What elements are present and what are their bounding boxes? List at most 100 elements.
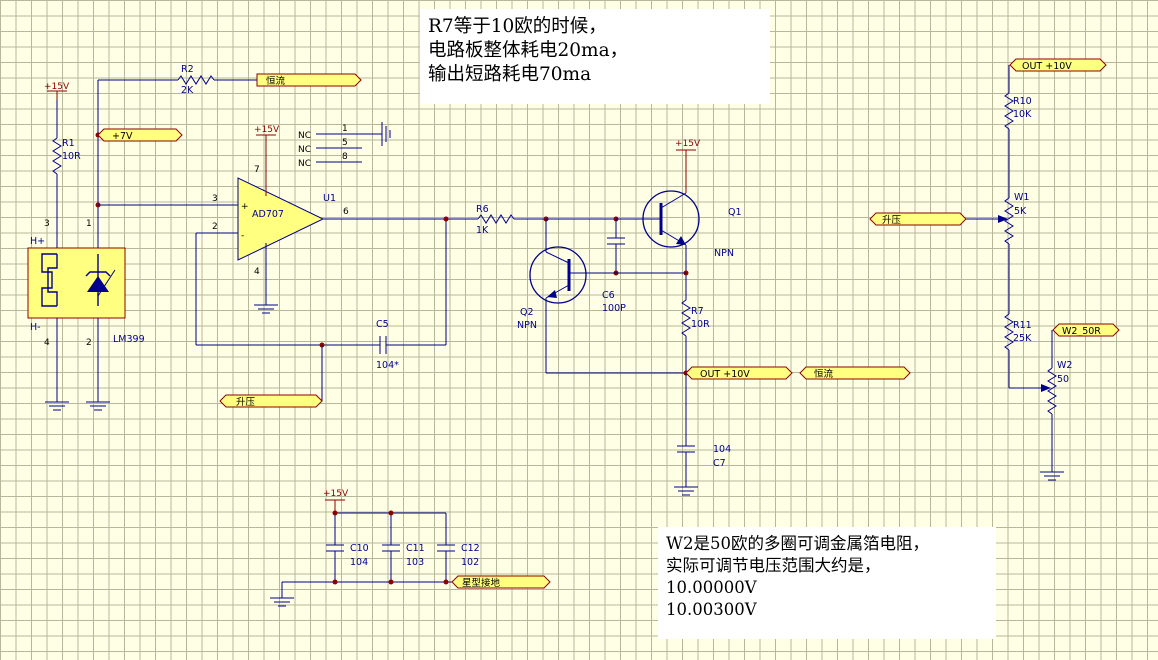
r11-value: 25K: [1013, 333, 1032, 344]
power-port-u1: +15V: [254, 125, 280, 196]
lm399-pin-3: 3: [44, 219, 50, 229]
c5-ref: C5: [376, 319, 389, 330]
u1-plus: +: [241, 202, 249, 212]
net-tag-out10v-mid: OUT +10V: [685, 366, 793, 380]
r7-value: 10R: [691, 319, 710, 330]
c12-value: 102: [461, 557, 479, 568]
c11-value: 103: [406, 557, 424, 568]
r6-ref: R6: [476, 204, 489, 215]
shengya-label-right: 升压: [882, 215, 902, 226]
hengliu-label-top: 恒流: [266, 75, 286, 87]
lm399-reference: H+ H- LM399 3 1 4 2: [27, 219, 145, 402]
net-tag-shengya-right: 升压: [869, 212, 967, 226]
power-port-decoupling: +15V: [323, 489, 349, 513]
lm399-pin-1: 1: [86, 219, 92, 229]
r7-ref: R7: [691, 306, 704, 317]
note2-line-3: 10.00000V: [666, 578, 757, 597]
nc-pin-1: 1: [342, 124, 348, 134]
ground-lm399-a: [45, 401, 69, 411]
net-tag-hengliu-mid: 恒流: [799, 366, 911, 380]
resistor-r11: R11 25K: [1004, 313, 1032, 351]
star-ground-label: 星型接地: [462, 577, 501, 589]
net-label-p15v: +15V: [44, 82, 70, 92]
r1-value: 10R: [62, 151, 81, 162]
u1-pin-3: 3: [212, 194, 218, 204]
lm399-pin-2: 2: [86, 338, 92, 348]
transistor-q2: Q2 NPN: [517, 246, 587, 331]
c12-ref: C12: [461, 543, 480, 554]
net-tag-star-ground: 星型接地: [451, 575, 551, 589]
u1-minus: -: [241, 231, 244, 241]
c6-value: 100P: [602, 303, 626, 314]
out10v-label-mid: OUT +10V: [700, 369, 750, 380]
r2-ref: R2: [181, 64, 194, 75]
c10-ref: C10: [350, 543, 369, 554]
w2-50r-label: W2_50R: [1062, 326, 1101, 337]
u1-p15v-label: +15V: [254, 125, 280, 135]
w2-ref: W2: [1057, 360, 1072, 371]
nc-label-3: NC: [298, 159, 311, 169]
out10v-label-right: OUT +10V: [1022, 61, 1072, 72]
u1-value: AD707: [252, 209, 284, 220]
power-port-r1: +15V: [44, 82, 70, 100]
resistor-r6: R6 1K: [476, 204, 546, 236]
u1-pin-2: 2: [212, 222, 218, 232]
r10-value: 10K: [1013, 109, 1032, 120]
r11-ref: R11: [1013, 320, 1032, 331]
net-tag-hengliu-top: 恒流: [256, 73, 362, 87]
capacitor-c7: 104 C7: [677, 444, 731, 487]
q2-ref: Q2: [520, 307, 534, 318]
resistor-r7: R7 10R: [681, 299, 710, 373]
ground-lm399-b: [86, 401, 110, 411]
nc-label-2: NC: [298, 145, 311, 155]
p7v-label: +7V: [112, 131, 133, 142]
note2-line-2: 实际可调节电压范围大约是，: [666, 556, 881, 575]
note1-line-3: 输出短路耗电70ma: [428, 64, 592, 85]
u1-pin-7: 7: [254, 165, 260, 175]
q2-value: NPN: [517, 320, 537, 331]
transistor-q1: Q1 NPN: [642, 190, 742, 259]
c10-value: 104: [350, 557, 368, 568]
potentiometer-w2: W2 50: [1041, 360, 1072, 415]
u1-ref: U1: [323, 193, 336, 204]
r10-ref: R10: [1013, 96, 1032, 107]
resistor-r1: R1 10R: [52, 100, 81, 228]
q1-p15v-label: +15V: [675, 139, 701, 149]
ground-c7: [674, 486, 698, 496]
shengya-label-bottom: 升压: [236, 397, 256, 408]
resistor-r2: R2 2K: [177, 64, 257, 96]
power-port-q1: +15V: [675, 139, 701, 193]
opamp-u1: AD707 U1 + - 3 2 6 7 4: [212, 165, 349, 277]
capacitor-c10: C10 104: [326, 543, 369, 582]
capacitor-c5: C5 104*: [376, 319, 446, 371]
lm399-value: LM399: [113, 334, 145, 345]
c5-value: 104*: [376, 360, 399, 371]
c11-ref: C11: [406, 543, 425, 554]
w1-value: 5K: [1014, 206, 1027, 217]
r2-value: 2K: [181, 85, 194, 96]
decoupling-p15v-label: +15V: [323, 489, 349, 499]
net-tag-w2-50r: W2_50R: [1052, 323, 1120, 337]
ground-decoupling: [270, 597, 294, 607]
lm399-hplus: H+: [30, 236, 45, 247]
nc-label-1: NC: [298, 131, 311, 141]
u1-pin-4: 4: [254, 267, 260, 277]
c6-ref: C6: [602, 290, 615, 301]
u1-pin-6: 6: [343, 207, 349, 217]
nc-pin-8: 8: [342, 152, 348, 162]
potentiometer-w1: W1 5K: [998, 192, 1029, 245]
note2-line-4: 10.00300V: [666, 600, 757, 619]
note1-line-1: R7等于10欧的时候，: [428, 16, 607, 37]
note-voltage-range: W2是50欧的多圈可调金属箔电阻， 实际可调节电压范围大约是， 10.00000…: [658, 527, 996, 639]
nc-pin-5: 5: [342, 138, 348, 148]
w2-value: 50: [1057, 374, 1069, 385]
r1-ref: R1: [62, 138, 75, 149]
net-tag-p7v: +7V: [97, 128, 183, 142]
note-power-consumption: R7等于10欧的时候， 电路板整体耗电20ma， 输出短路耗电70ma: [420, 9, 770, 104]
resistor-r10: R10 10K: [1004, 92, 1032, 130]
c7-value: 104: [713, 444, 731, 455]
r6-value: 1K: [476, 225, 489, 236]
w1-ref: W1: [1014, 192, 1029, 203]
